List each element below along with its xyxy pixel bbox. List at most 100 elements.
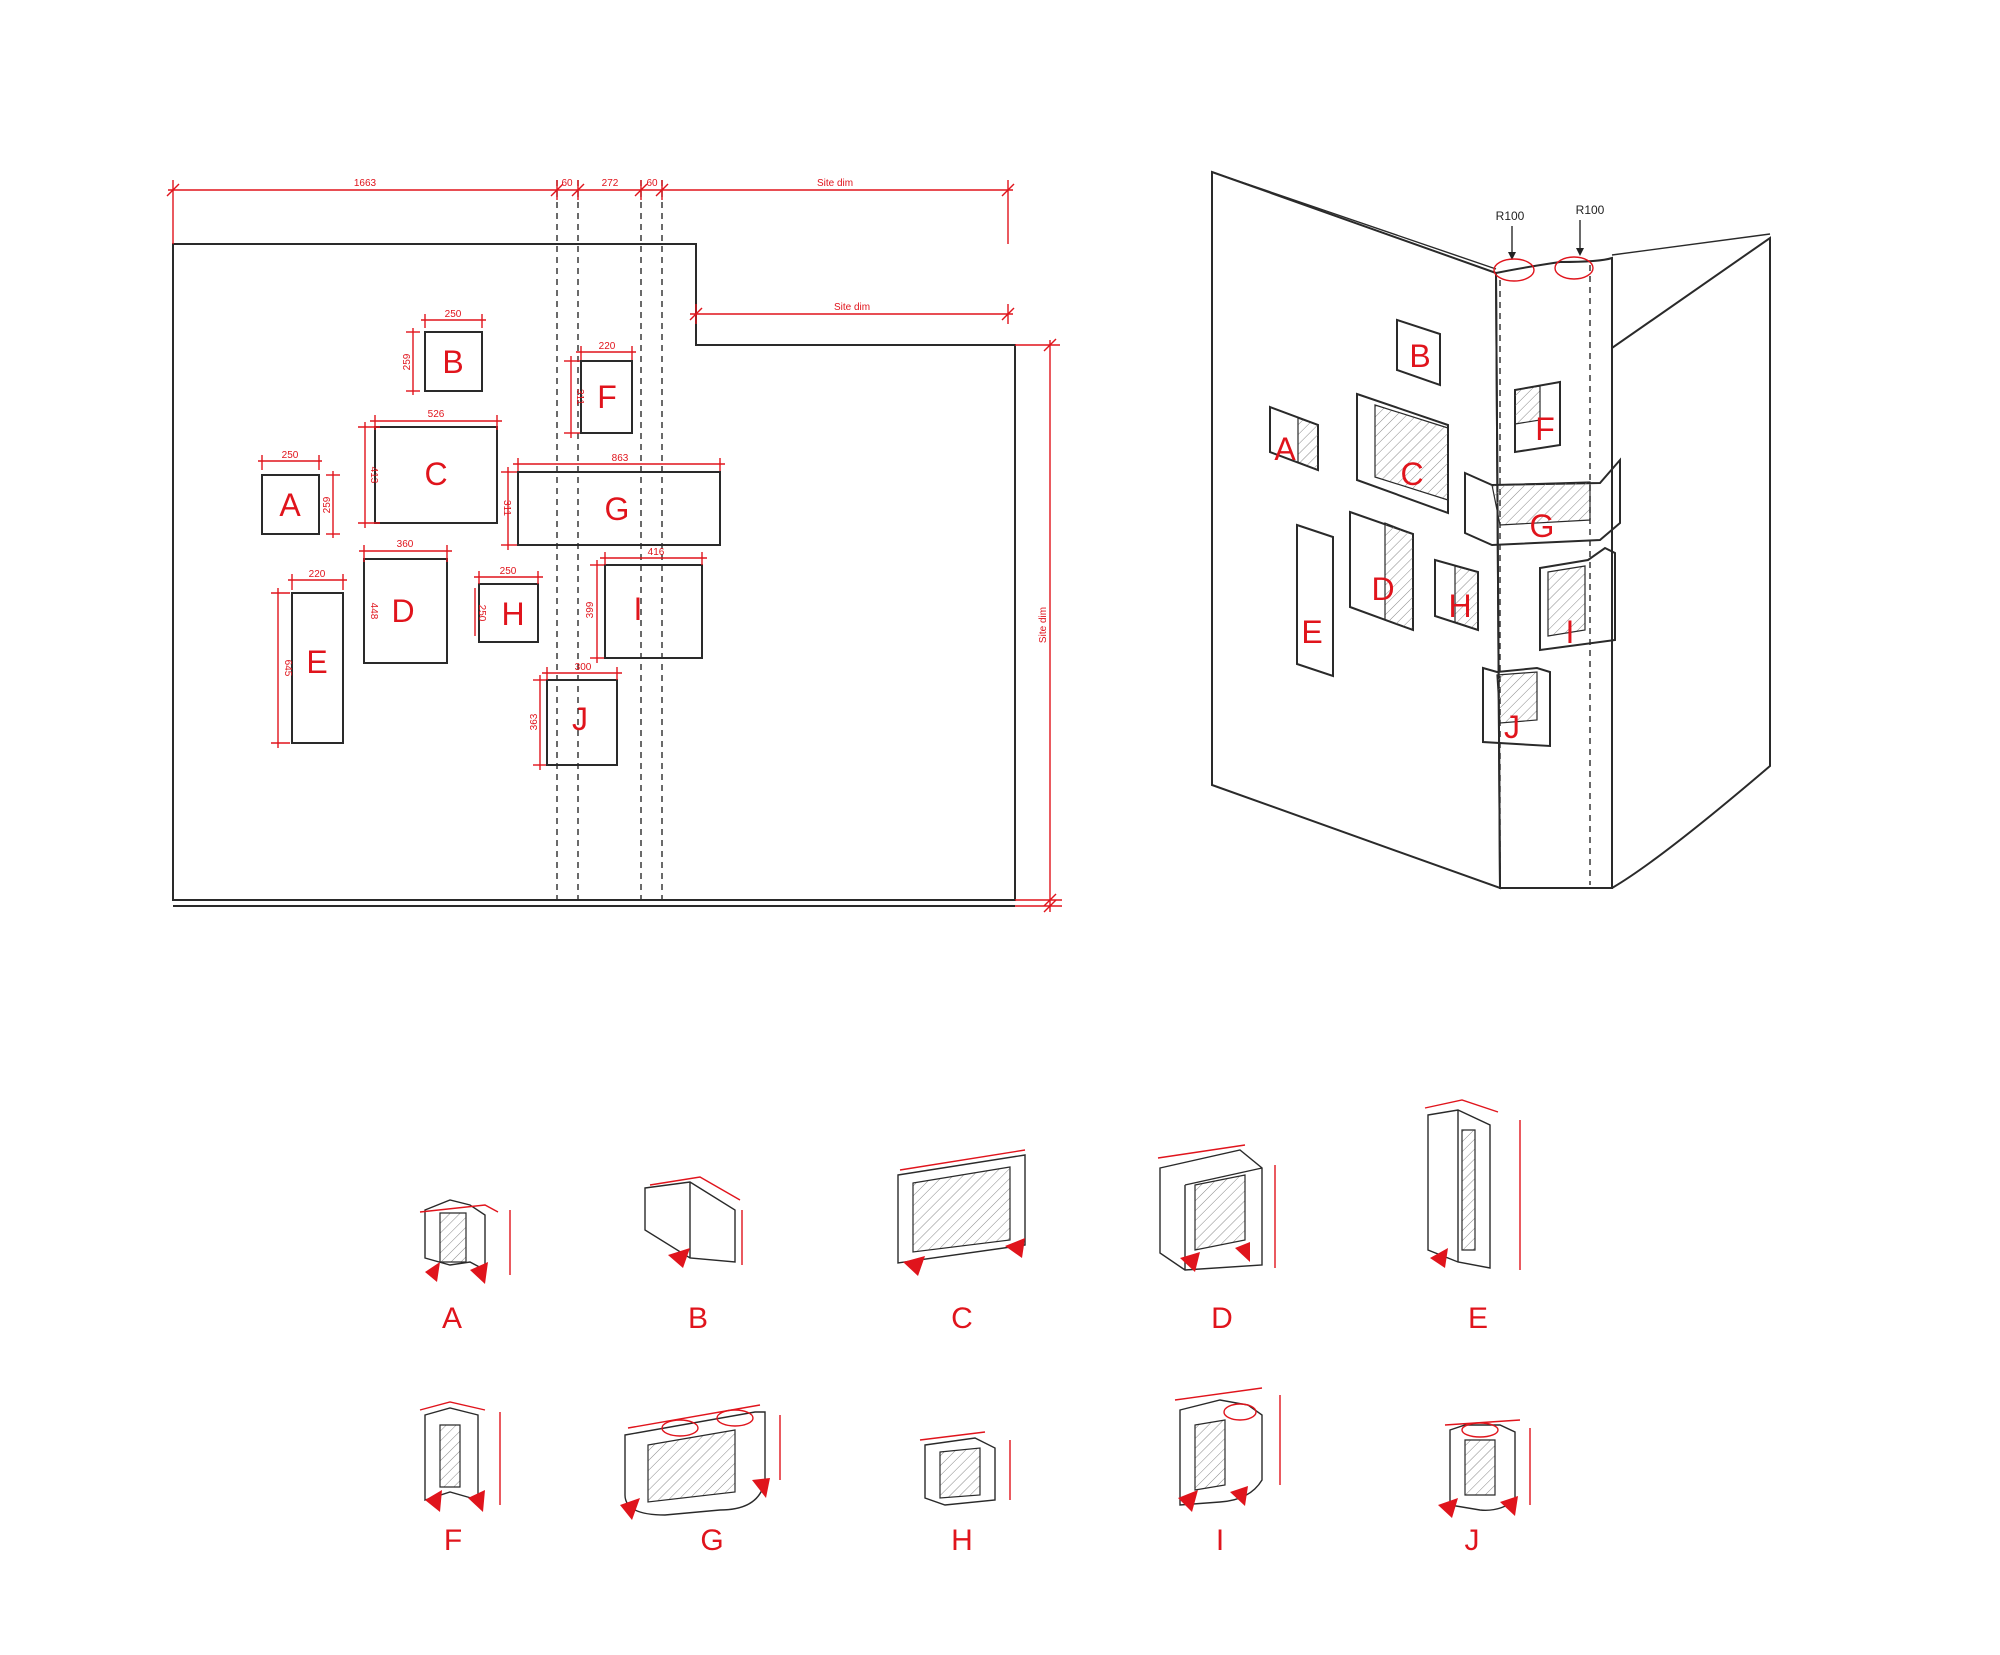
iso-opening-h: H <box>1434 558 1479 632</box>
elevation-plan: 1663 60 272 60 Site dim Site dim Site di… <box>166 178 1062 913</box>
iso-f-label: F <box>1535 411 1555 447</box>
dim-width-main: 1663 <box>354 178 377 189</box>
opening-h-label: H <box>501 596 524 632</box>
radius-annotation-left: R100 <box>1493 209 1535 282</box>
iso-wall-left <box>1211 170 1502 890</box>
opening-d-height: 448 <box>368 603 379 620</box>
opening-a-label: A <box>279 487 301 523</box>
iso-j-label: J <box>1504 709 1520 745</box>
iso-opening-c: C <box>1356 392 1449 515</box>
dim-site-step: Site dim <box>834 302 870 313</box>
detail-g: G <box>620 1404 781 1557</box>
opening-g-label: G <box>605 491 630 527</box>
detail-g-label: G <box>700 1524 723 1557</box>
iso-top-edge <box>1211 171 1497 270</box>
opening-e-height: 645 <box>282 660 293 677</box>
dim-site-height: Site dim <box>1038 607 1049 643</box>
opening-j-label: J <box>572 701 588 737</box>
iso-opening-d: D <box>1349 510 1414 632</box>
top-dimension-chain: 1663 60 272 60 Site dim <box>166 178 1015 244</box>
opening-j: J 300 363 <box>529 662 622 770</box>
iso-opening-j: J <box>1482 666 1551 748</box>
opening-e-label: E <box>306 644 327 680</box>
iso-h-label: H <box>1448 588 1471 624</box>
opening-f-width: 220 <box>599 341 616 352</box>
iso-opening-f: F <box>1514 380 1561 454</box>
detail-h: H <box>919 1431 1011 1557</box>
opening-g-width: 863 <box>612 453 629 464</box>
opening-c-height: 413 <box>368 467 379 484</box>
detail-i: I <box>1174 1387 1281 1557</box>
step-dimension: Site dim <box>689 302 1015 324</box>
opening-g: G 863 311 <box>501 453 725 550</box>
opening-b-height: 259 <box>402 353 413 370</box>
detail-c-label: C <box>951 1302 973 1335</box>
detail-f: F <box>419 1401 501 1557</box>
opening-i-label: I <box>634 591 643 627</box>
iso-wall-corner <box>1494 256 1613 890</box>
opening-f-label: F <box>597 379 617 415</box>
detail-d-label: D <box>1211 1302 1233 1335</box>
detail-h-label: H <box>951 1524 973 1557</box>
iso-c-label: C <box>1400 456 1423 492</box>
iso-i-label: I <box>1566 614 1575 650</box>
dim-between-folds: 272 <box>602 178 619 189</box>
opening-b: B 250 259 <box>402 309 486 395</box>
iso-opening-a: A <box>1269 405 1319 472</box>
iso-opening-g: G <box>1464 457 1621 547</box>
opening-f-height: 311 <box>574 389 585 405</box>
opening-f: F 220 311 <box>564 341 636 438</box>
opening-d: D 360 448 <box>359 539 452 664</box>
opening-c: C 526 413 <box>358 409 502 528</box>
dim-fold-1: 60 <box>561 178 573 189</box>
detail-i-label: I <box>1216 1524 1224 1557</box>
opening-b-label: B <box>442 344 463 380</box>
detail-j-label: J <box>1465 1524 1480 1557</box>
iso-opening-b: B <box>1396 318 1441 387</box>
opening-i: I 416 399 <box>585 547 707 663</box>
detail-a: A <box>419 1199 511 1335</box>
radius-left-label: R100 <box>1496 209 1525 223</box>
opening-d-label: D <box>391 593 414 629</box>
iso-opening-i: I <box>1539 546 1616 652</box>
opening-d-width: 360 <box>397 539 414 550</box>
opening-i-width: 416 <box>648 547 665 558</box>
detail-c: C <box>897 1149 1026 1335</box>
opening-e: E 220 645 <box>271 569 347 748</box>
isometric-view: R100 R100 A B C D <box>1211 170 1771 890</box>
dim-site-top: Site dim <box>817 178 853 189</box>
detail-b: B <box>644 1176 743 1335</box>
radius-annotation-right: R100 <box>1554 203 1605 280</box>
opening-e-width: 220 <box>309 569 326 580</box>
detail-d: D <box>1157 1144 1276 1335</box>
opening-j-height: 363 <box>529 713 540 730</box>
wall-outline <box>172 243 1016 901</box>
iso-d-label: D <box>1371 571 1394 607</box>
detail-e-label: E <box>1468 1302 1488 1335</box>
detail-j: J <box>1438 1419 1531 1557</box>
opening-i-height: 399 <box>585 601 596 618</box>
detail-series: A B C D E <box>419 1099 1531 1557</box>
opening-h-height: 250 <box>476 605 487 622</box>
detail-e: E <box>1424 1099 1521 1335</box>
dim-fold-2: 60 <box>646 178 658 189</box>
iso-e-label: E <box>1301 614 1322 650</box>
opening-b-width: 250 <box>445 309 462 320</box>
right-dimension: Site dim <box>1015 338 1062 913</box>
opening-g-height: 311 <box>501 500 512 516</box>
opening-a: A 250 259 <box>258 450 340 538</box>
opening-c-width: 526 <box>428 409 445 420</box>
opening-a-width: 250 <box>282 450 299 461</box>
opening-h-width: 250 <box>500 566 517 577</box>
iso-a-label: A <box>1274 431 1296 467</box>
iso-opening-e: E <box>1296 523 1334 678</box>
opening-j-width: 300 <box>575 662 592 673</box>
iso-b-label: B <box>1409 338 1430 374</box>
opening-a-height: 259 <box>322 496 333 513</box>
detail-f-label: F <box>444 1524 462 1557</box>
iso-right-top-edge <box>1611 233 1771 256</box>
opening-c-label: C <box>424 456 447 492</box>
iso-g-label: G <box>1530 508 1555 544</box>
detail-b-label: B <box>688 1302 708 1335</box>
